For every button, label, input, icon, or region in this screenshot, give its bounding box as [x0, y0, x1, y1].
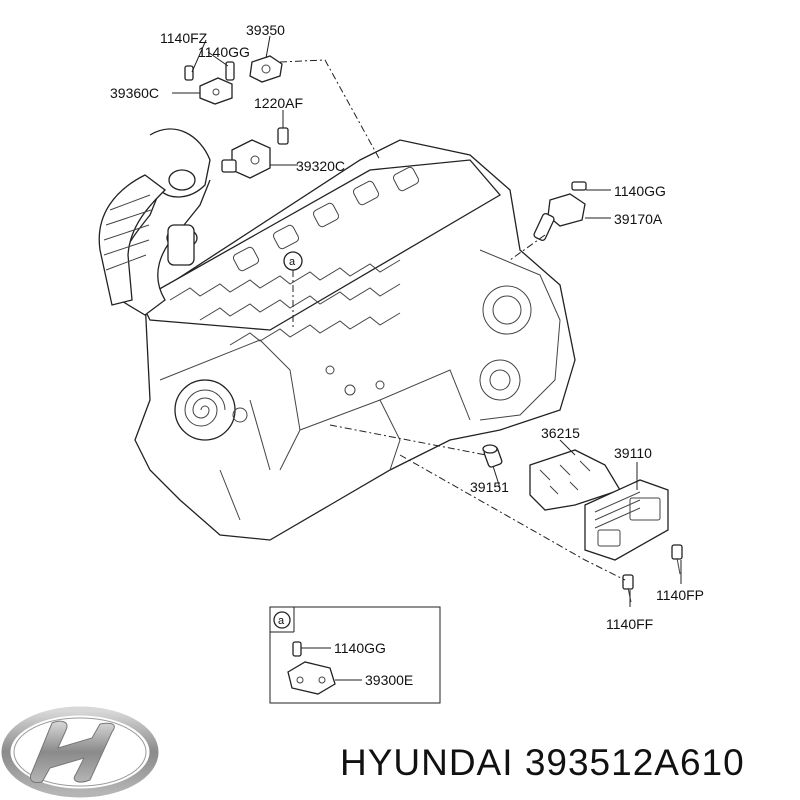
pulley-spiral: [174, 379, 236, 441]
callout-ref-a: a: [289, 256, 296, 268]
detail-inset-a: a 1140GG 39300E: [269, 606, 441, 704]
inset-callout-39300E: 39300E: [365, 672, 413, 688]
callout-1140FZ: 1140FZ: [160, 30, 208, 46]
inset-callout-1140GG: 1140GG: [334, 640, 386, 656]
brand-name: HYUNDAI: [340, 742, 514, 783]
leader-lines: [172, 35, 682, 607]
callout-39320C: 39320C: [296, 158, 345, 174]
part-number: 393512A610: [524, 742, 745, 783]
callout-39360C: 39360C: [110, 85, 159, 101]
callout-1140FF: 1140FF: [606, 616, 653, 632]
callout-36215: 36215: [541, 425, 580, 441]
ecu-39110: [584, 479, 683, 603]
engine-block: [134, 139, 576, 541]
callout-39170A: 39170A: [614, 211, 663, 227]
sensor-39300E: [287, 641, 336, 695]
brand-and-part-number: HYUNDAI 393512A610: [340, 742, 790, 786]
bracket-39360C: [184, 65, 233, 105]
sensor-39151: [482, 444, 503, 468]
inset-marker-a: a: [278, 615, 285, 627]
hyundai-logo-icon: [1, 706, 159, 798]
callout-1140FP: 1140FP: [656, 587, 704, 603]
callout-39110: 39110: [614, 445, 652, 461]
callout-1140GG-top: 1140GG: [198, 44, 250, 60]
callout-1140GG-right: 1140GG: [614, 183, 666, 199]
callout-labels: 1140FZ 39350 1140GG 39360C 1220AF 39320C…: [110, 22, 704, 632]
intake-pipe: [98, 128, 211, 316]
sensor-39350: [225, 55, 283, 83]
sensor-39170A: [533, 181, 587, 241]
callout-1220AF: 1220AF: [254, 95, 303, 111]
sensor-39320C: [221, 127, 289, 179]
callout-39151: 39151: [470, 479, 509, 495]
callout-39350: 39350: [246, 22, 285, 38]
cover-36215: [529, 449, 621, 511]
